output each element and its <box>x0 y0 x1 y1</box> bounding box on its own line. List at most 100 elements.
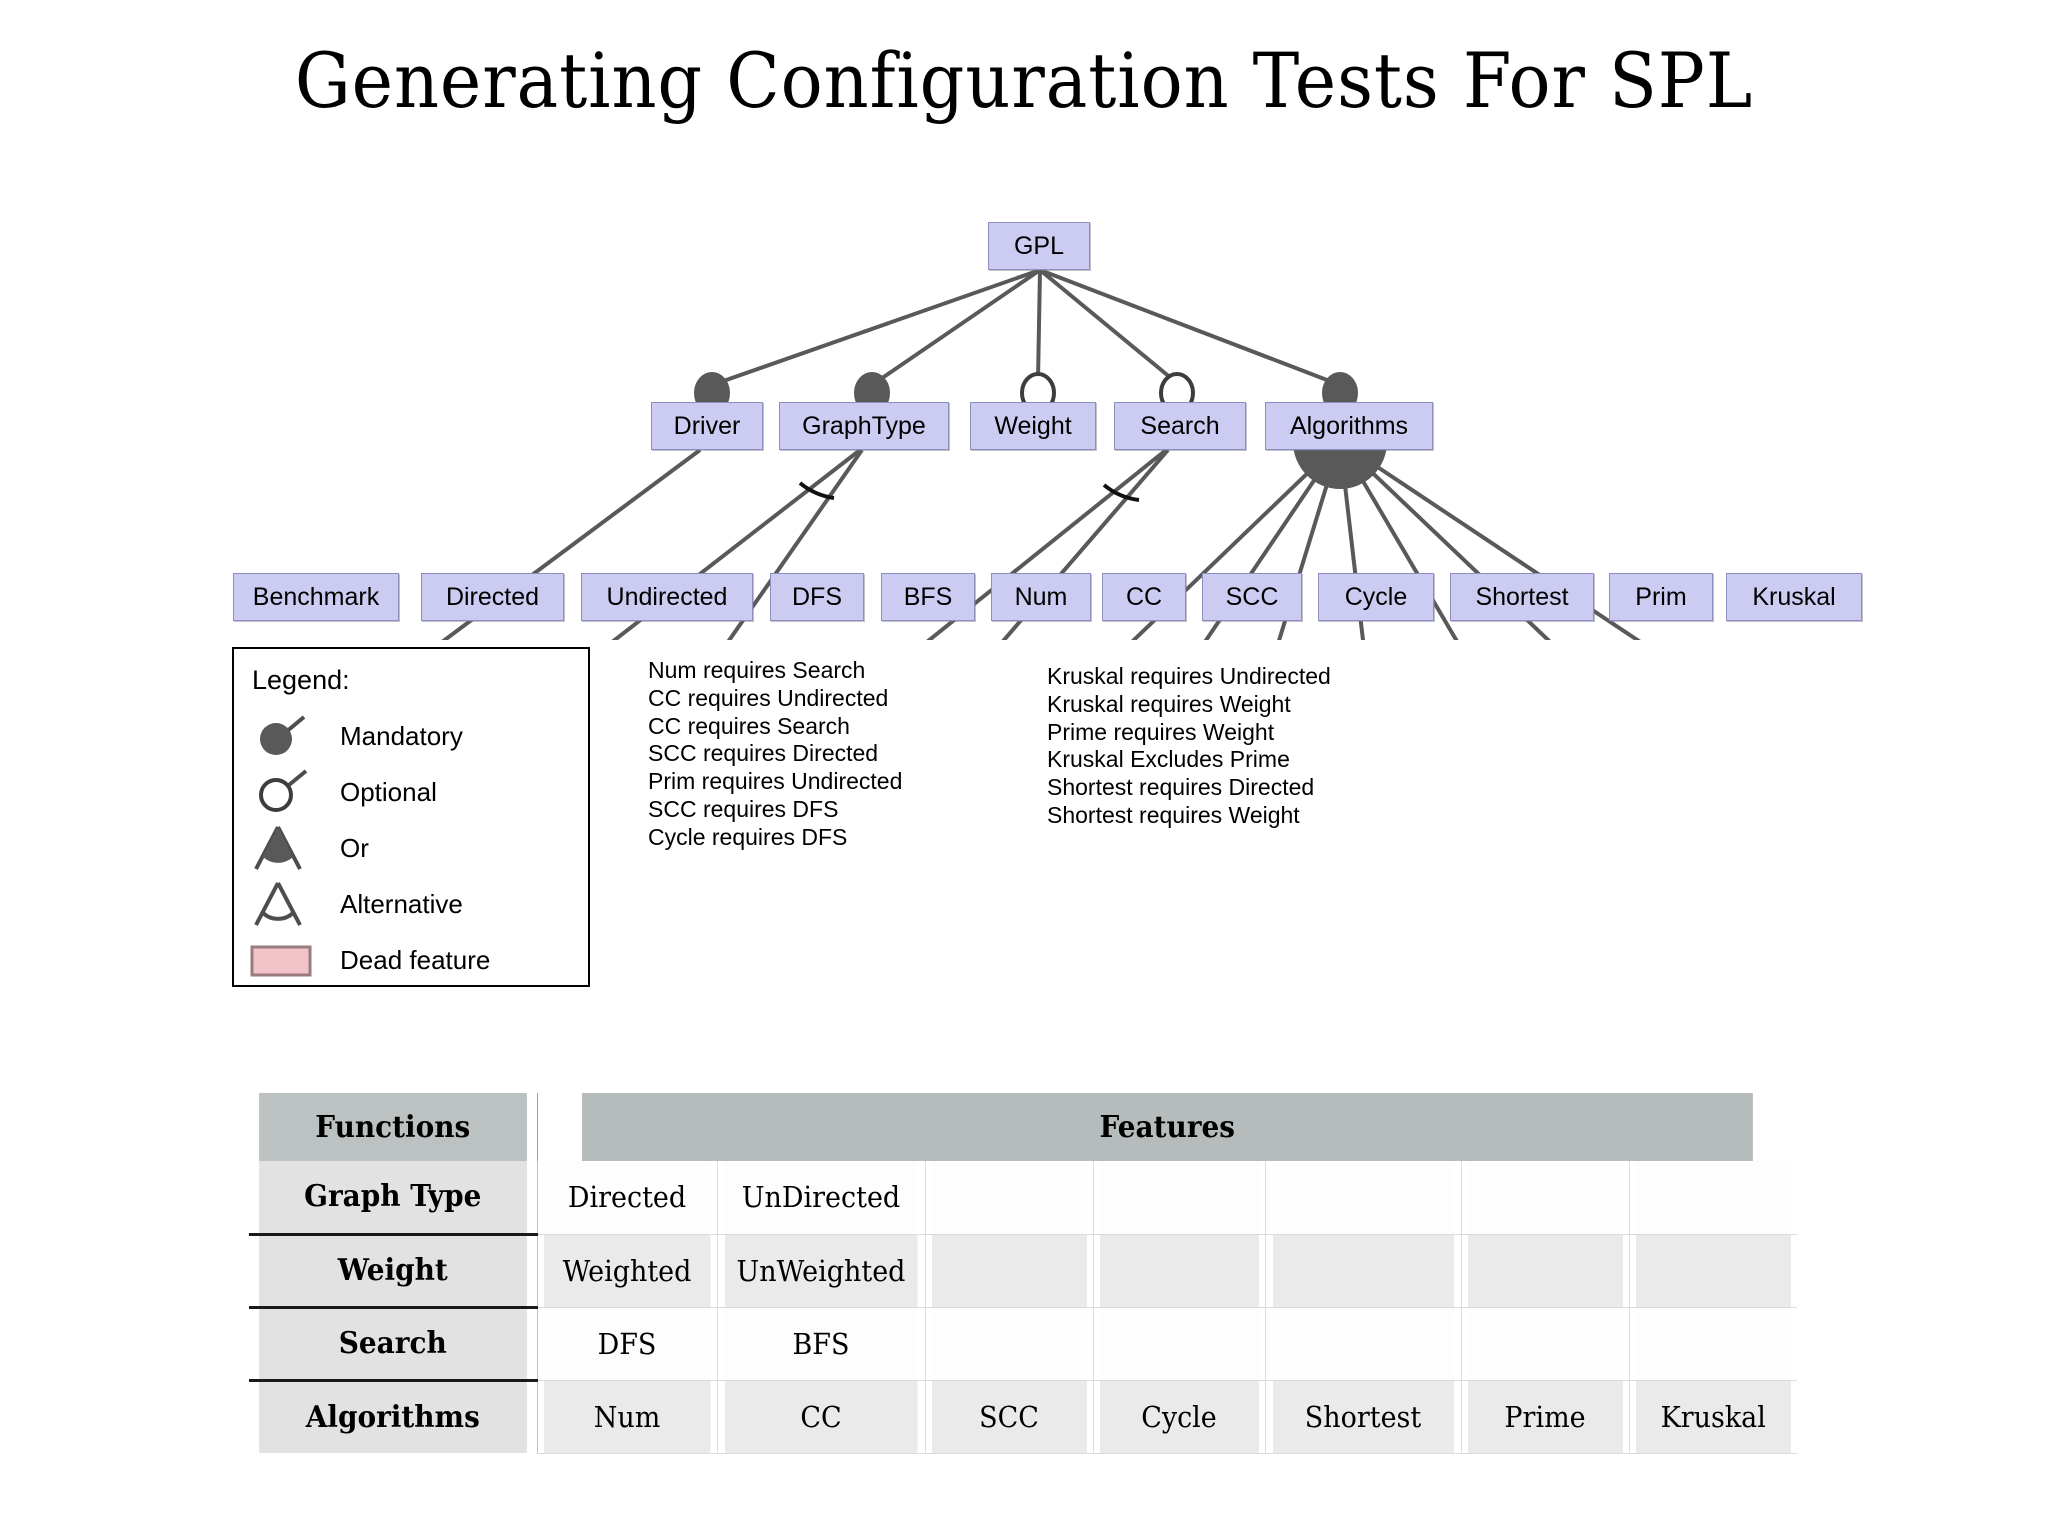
legend-item-label: Optional <box>340 777 437 807</box>
feature-node-shortest[interactable]: Shortest <box>1450 573 1594 621</box>
table-row-header: Graph Type <box>259 1161 528 1236</box>
feature-node-label: Cycle <box>1344 583 1408 611</box>
features-table: Functions Features Graph Type Directed U… <box>249 1093 1798 1454</box>
legend-panel: Legend: Mandatory Optional Or Alternativ… <box>232 647 590 987</box>
alternative-group-icon <box>798 481 835 500</box>
feature-node-dfs[interactable]: DFS <box>770 573 864 621</box>
feature-node-kruskal[interactable]: Kruskal <box>1726 573 1862 621</box>
table-cell: Weighted <box>543 1234 712 1308</box>
constraint-line: Prime requires Weight <box>1047 718 1275 745</box>
or-group-icon <box>1292 441 1388 489</box>
feature-node-benchmark[interactable]: Benchmark <box>233 573 399 621</box>
table-cell: CC <box>724 1380 919 1454</box>
feature-node-algorithms[interactable]: Algorithms <box>1265 402 1433 450</box>
edge-search-dfs <box>926 448 1168 640</box>
feature-node-label: SCC <box>1225 583 1279 611</box>
table-row: Search DFS BFS <box>249 1307 1797 1382</box>
feature-node-prim[interactable]: Prim <box>1609 573 1713 621</box>
alternative-group-icon <box>1102 483 1140 502</box>
constraints-column-right: Kruskal requires Undirected Kruskal requ… <box>1047 663 1331 830</box>
edge-gpl-weight <box>1036 269 1042 381</box>
optional-marker-icon <box>259 769 308 812</box>
alternative-group-icon <box>254 882 302 926</box>
constraint-line: Shortest requires Weight <box>1047 801 1300 828</box>
constraint-line: Shortest requires Directed <box>1047 774 1315 801</box>
table-cell <box>1271 1234 1455 1308</box>
feature-node-label: Prim <box>1635 583 1687 611</box>
legend-item-label: Mandatory <box>340 721 463 751</box>
feature-model-diagram: GPL Driver GraphType Weight Search Algor… <box>0 180 2048 640</box>
edge-gpl-search <box>1038 268 1179 385</box>
constraint-line: Prim requires Undirected <box>648 768 903 795</box>
feature-node-label: Num <box>1014 583 1068 611</box>
table-row: Graph Type Directed UnDirected <box>249 1161 1797 1236</box>
feature-node-label: Kruskal <box>1752 583 1836 611</box>
constraint-line: Kruskal requires Weight <box>1047 690 1291 717</box>
feature-node-weight[interactable]: Weight <box>970 402 1096 450</box>
legend-item-label: Alternative <box>340 889 463 919</box>
feature-node-label: GraphType <box>802 412 926 440</box>
table-cell: Num <box>543 1380 712 1454</box>
table-cell <box>1466 1161 1624 1235</box>
feature-node-label: CC <box>1125 583 1163 611</box>
feature-node-label: Undirected <box>606 583 728 611</box>
table-cell <box>1099 1307 1260 1381</box>
feature-node-label: Weight <box>994 412 1072 440</box>
feature-node-cc[interactable]: CC <box>1102 573 1186 621</box>
table-cell: Directed <box>543 1161 712 1235</box>
table-cell: DFS <box>543 1307 712 1381</box>
or-group-icon <box>254 826 302 870</box>
dead-feature-swatch-icon <box>250 945 312 977</box>
feature-node-undirected[interactable]: Undirected <box>581 573 753 621</box>
table-cell: Prime <box>1466 1380 1624 1454</box>
mandatory-marker-icon <box>260 715 306 755</box>
feature-node-label: Search <box>1140 412 1220 440</box>
table-cell <box>1099 1161 1260 1235</box>
feature-node-scc[interactable]: SCC <box>1202 573 1302 621</box>
feature-node-label: Directed <box>445 583 540 611</box>
feature-node-driver[interactable]: Driver <box>651 402 763 450</box>
constraint-line: SCC requires DFS <box>648 795 839 822</box>
table-cell <box>1634 1161 1792 1235</box>
edge-gpl-graphtype <box>870 268 1042 387</box>
table-cell <box>930 1234 1088 1308</box>
feature-node-gpl[interactable]: GPL <box>988 222 1090 270</box>
table-header-features: Features <box>581 1093 1753 1161</box>
legend-item-or: Or <box>248 823 578 873</box>
constraints-column-left: Num requires Search CC requires Undirect… <box>648 657 902 852</box>
feature-node-bfs[interactable]: BFS <box>881 573 975 621</box>
legend-item-label: Dead feature <box>340 945 491 975</box>
constraint-line: CC requires Undirected <box>648 684 889 711</box>
feature-node-label: Shortest <box>1475 583 1569 611</box>
table-row-header: Weight <box>259 1234 528 1309</box>
feature-node-label: Driver <box>673 412 741 440</box>
table-cell <box>1634 1307 1792 1381</box>
constraint-line: Kruskal Excludes Prime <box>1047 746 1290 773</box>
legend-title: Legend: <box>252 665 350 695</box>
table-row-header: Search <box>259 1307 528 1382</box>
feature-node-label: Benchmark <box>252 583 380 611</box>
table-cell <box>1634 1234 1792 1308</box>
feature-node-search[interactable]: Search <box>1114 402 1246 450</box>
feature-node-cycle[interactable]: Cycle <box>1318 573 1434 621</box>
feature-node-graphtype[interactable]: GraphType <box>779 402 949 450</box>
table-header-functions: Functions <box>259 1093 528 1161</box>
table-cell <box>1466 1234 1624 1308</box>
edge-algorithms-num <box>1131 440 1342 640</box>
feature-node-directed[interactable]: Directed <box>421 573 564 621</box>
legend-item-optional: Optional <box>248 767 578 817</box>
table-header-row: Functions Features <box>249 1093 1797 1161</box>
edge-gpl-algorithms <box>1039 268 1341 387</box>
feature-node-label: BFS <box>903 583 953 611</box>
table-cell: SCC <box>930 1380 1088 1454</box>
constraint-line: Cycle requires DFS <box>648 823 848 850</box>
table-cell: Shortest <box>1271 1380 1455 1454</box>
table-cell: UnDirected <box>724 1161 919 1235</box>
legend-item-label: Or <box>340 833 369 863</box>
table-row: Algorithms Num CC SCC Cycle Shortest Pri… <box>249 1380 1797 1454</box>
legend-item-mandatory: Mandatory <box>248 711 578 761</box>
table-cell <box>1466 1307 1624 1381</box>
feature-node-num[interactable]: Num <box>991 573 1091 621</box>
edge-gpl-driver <box>711 268 1041 387</box>
feature-node-label: GPL <box>1013 232 1065 260</box>
